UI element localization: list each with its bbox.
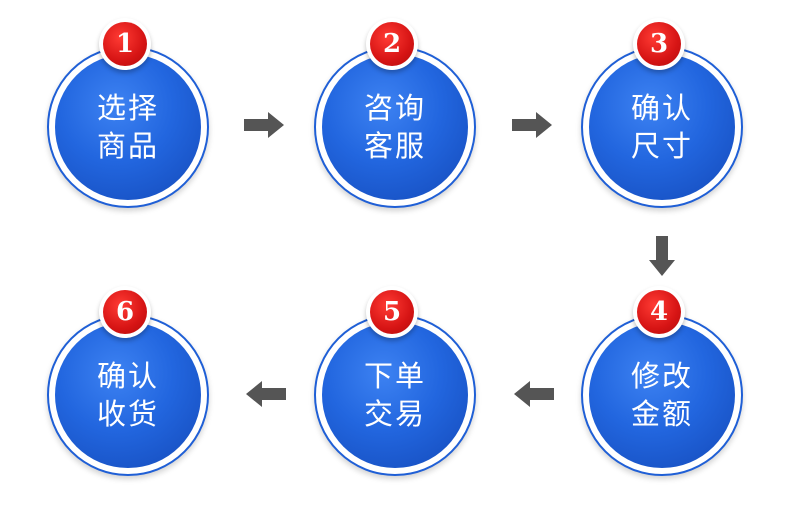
step-number: 6 xyxy=(103,290,147,334)
step-label: 确认 尺寸 xyxy=(631,89,693,165)
step-label-line1: 修改 xyxy=(630,359,693,393)
step-number: 2 xyxy=(370,22,414,66)
arrow-down-icon xyxy=(649,236,675,276)
step-label-line1: 下单 xyxy=(363,359,426,393)
step-number: 5 xyxy=(370,290,414,334)
step-label-line2: 收货 xyxy=(96,397,159,431)
step-6: 确认 收货 6 xyxy=(47,286,209,476)
step-label-line1: 确认 xyxy=(630,91,693,125)
step-number: 3 xyxy=(637,22,681,66)
step-label-line2: 交易 xyxy=(363,397,426,431)
step-label-line1: 选择 xyxy=(96,91,159,125)
step-5: 下单 交易 5 xyxy=(314,286,476,476)
step-label: 确认 收货 xyxy=(97,357,159,433)
step-label-line1: 确认 xyxy=(96,359,159,393)
step-label-line2: 尺寸 xyxy=(630,129,693,163)
step-number: 1 xyxy=(103,22,147,66)
step-disc: 确认 尺寸 xyxy=(589,54,735,200)
arrow-right-icon xyxy=(244,112,284,138)
step-number-badge: 3 xyxy=(633,18,685,70)
step-3: 确认 尺寸 3 xyxy=(581,18,743,208)
arrow-right-icon xyxy=(512,112,552,138)
step-number: 4 xyxy=(637,290,681,334)
step-disc: 确认 收货 xyxy=(55,322,201,468)
step-number-badge: 2 xyxy=(366,18,418,70)
step-disc: 选择 商品 xyxy=(55,54,201,200)
step-disc: 修改 金额 xyxy=(589,322,735,468)
step-label-line2: 商品 xyxy=(96,129,159,163)
step-2: 咨询 客服 2 xyxy=(314,18,476,208)
step-number-badge: 6 xyxy=(99,286,151,338)
step-disc: 下单 交易 xyxy=(322,322,468,468)
step-4: 修改 金额 4 xyxy=(581,286,743,476)
arrow-left-icon xyxy=(514,381,554,407)
step-disc: 咨询 客服 xyxy=(322,54,468,200)
step-label: 选择 商品 xyxy=(97,89,159,165)
step-1: 选择 商品 1 xyxy=(47,18,209,208)
step-label-line2: 金额 xyxy=(630,397,693,431)
step-label: 咨询 客服 xyxy=(364,89,426,165)
step-number-badge: 5 xyxy=(366,286,418,338)
step-label: 修改 金额 xyxy=(631,357,693,433)
step-label: 下单 交易 xyxy=(364,357,426,433)
step-number-badge: 4 xyxy=(633,286,685,338)
step-label-line2: 客服 xyxy=(363,129,426,163)
step-label-line1: 咨询 xyxy=(363,91,426,125)
step-number-badge: 1 xyxy=(99,18,151,70)
arrow-left-icon xyxy=(246,381,286,407)
